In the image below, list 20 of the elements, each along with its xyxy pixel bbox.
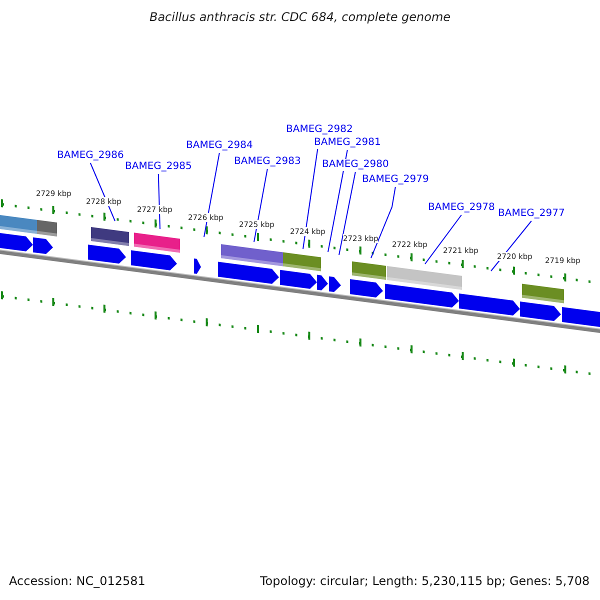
gene-label: BAMEG_2980 bbox=[322, 159, 389, 171]
gene-label: BAMEG_2984 bbox=[186, 140, 253, 152]
gene-label: BAMEG_2977 bbox=[498, 208, 565, 220]
gene-label: BAMEG_2983 bbox=[234, 156, 301, 168]
leader-line bbox=[90, 162, 116, 222]
gene-label: BAMEG_2981 bbox=[314, 137, 381, 149]
leader-line bbox=[424, 214, 462, 264]
gene-label: BAMEG_2985 bbox=[125, 161, 192, 173]
gene-label: BAMEG_2979 bbox=[362, 174, 429, 186]
leader-line bbox=[328, 150, 348, 252]
title: Bacillus anthracis str. CDC 684, complete genome bbox=[148, 10, 452, 24]
leader-line bbox=[204, 152, 220, 238]
gene-label: BAMEG_2982 bbox=[286, 124, 353, 136]
leader-line bbox=[370, 186, 396, 258]
leader-line bbox=[338, 172, 356, 256]
leader-line bbox=[254, 168, 268, 242]
footer-text: Accession: NC_012581 bbox=[9, 574, 146, 588]
footer-text: Topology: circular; Length: 5,230,115 bp; Genes: 5,708 bbox=[260, 574, 590, 588]
gene-label: BAMEG_2978 bbox=[428, 202, 495, 214]
gene-label: BAMEG_2986 bbox=[57, 150, 124, 162]
